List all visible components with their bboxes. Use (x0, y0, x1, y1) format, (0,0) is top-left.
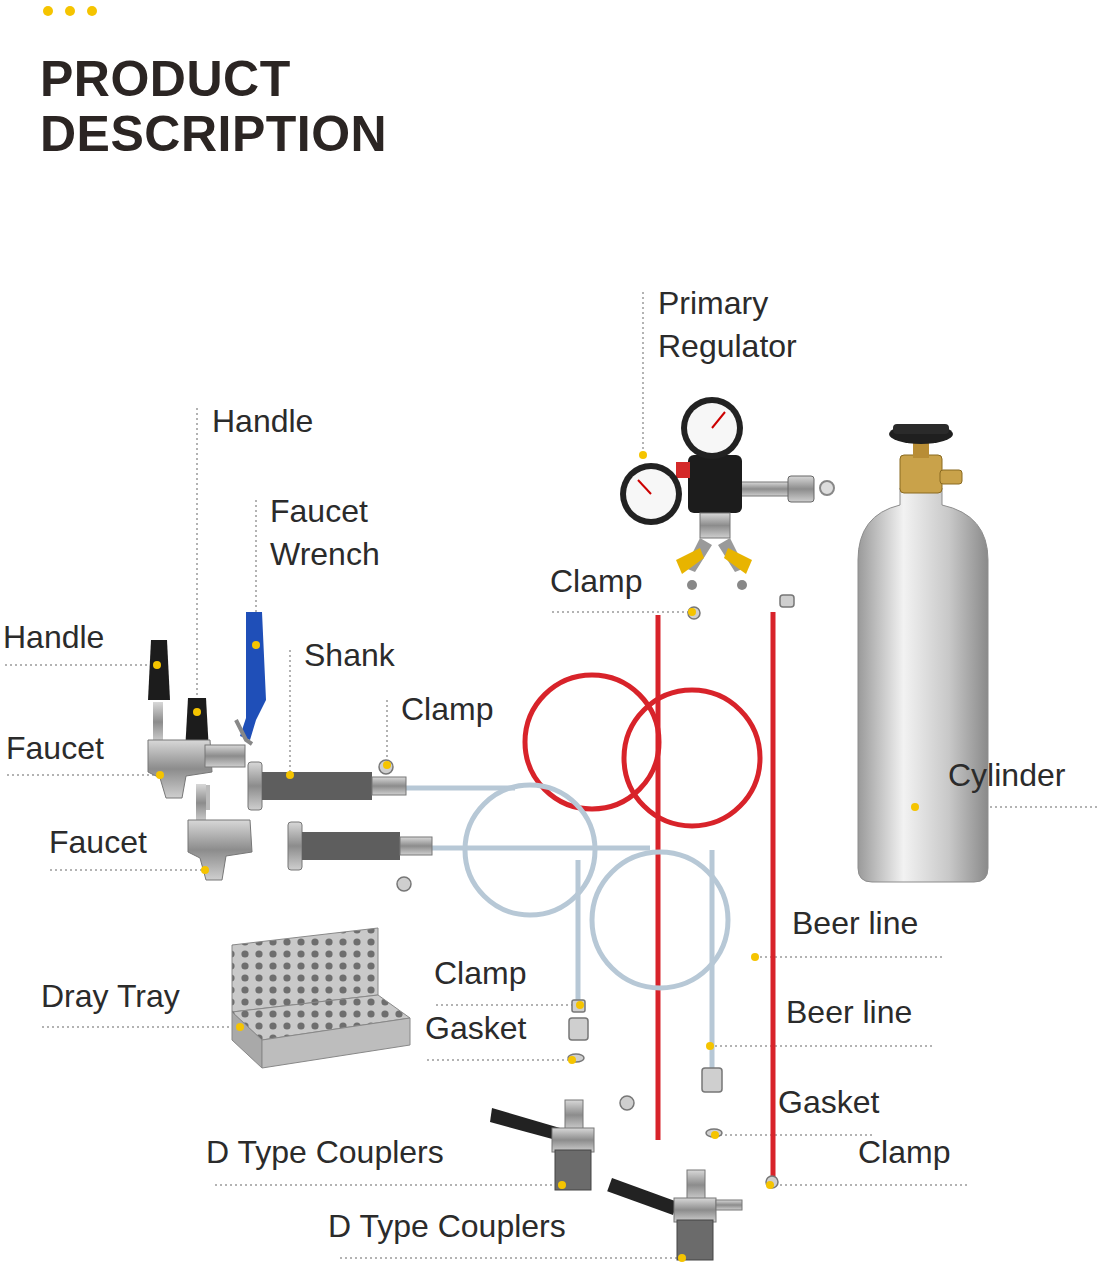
part-label: Beer line (792, 902, 918, 945)
part-label: Clamp (858, 1131, 950, 1174)
part-label: Faucet (6, 727, 104, 770)
part-label: Gasket (778, 1081, 879, 1124)
part-label: Handle (212, 400, 313, 443)
part-label: Clamp (434, 952, 526, 995)
part-label: Cylinder (948, 754, 1065, 797)
part-label: Shank (304, 634, 395, 677)
part-label: Gasket (425, 1007, 526, 1050)
part-label: Faucet (49, 821, 147, 864)
part-label: D Type Couplers (206, 1131, 444, 1174)
part-label: Clamp (550, 560, 642, 603)
part-label: D Type Couplers (328, 1205, 566, 1248)
part-label: Handle (3, 616, 104, 659)
part-label: Faucet Wrench (270, 490, 430, 576)
part-label: Clamp (401, 688, 493, 731)
part-label: Beer line (786, 991, 912, 1034)
part-label: Primary Regulator (658, 282, 848, 368)
page-title: PRODUCT DESCRIPTION (40, 52, 460, 162)
part-label: Dray Tray (41, 975, 180, 1018)
